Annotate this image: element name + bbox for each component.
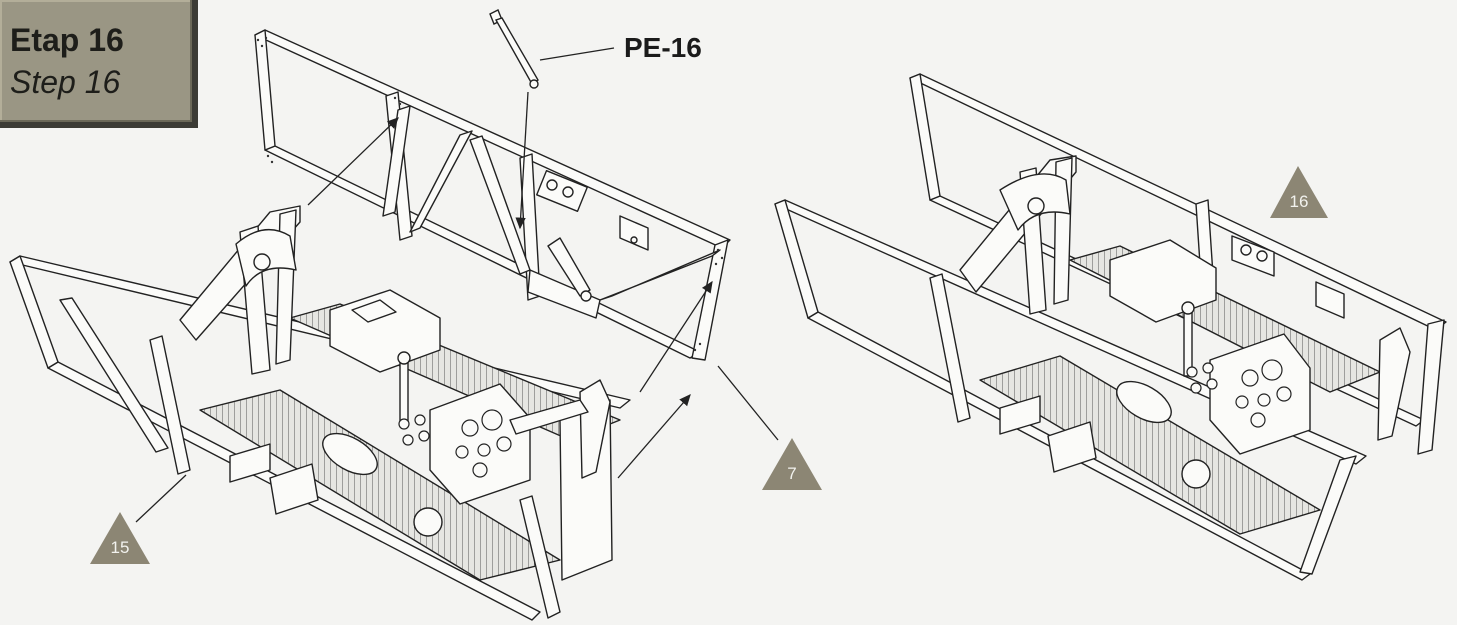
step-title-english: Step 16 bbox=[10, 64, 121, 100]
pe16-part bbox=[489, 9, 539, 89]
cockpit-assembly-left bbox=[9, 205, 631, 621]
assembly-arrows bbox=[307, 91, 713, 479]
part-label-pe16: PE-16 bbox=[624, 32, 702, 63]
rivet-pattern bbox=[256, 36, 724, 352]
ref-triangle-7 bbox=[762, 438, 822, 490]
ref-triangle-15 bbox=[90, 512, 150, 564]
side-frame-separate bbox=[254, 29, 731, 361]
instrument-dials-left bbox=[398, 409, 512, 478]
step-title-polish: Etap 16 bbox=[10, 22, 124, 58]
instrument-dials-right bbox=[1186, 359, 1292, 428]
ref-label-16: 16 bbox=[1289, 192, 1309, 211]
cockpit-assembly-result bbox=[774, 73, 1447, 581]
ref7-leader-line bbox=[717, 365, 779, 441]
ref-label-15: 15 bbox=[110, 538, 130, 557]
ref-triangle-16 bbox=[1270, 166, 1328, 218]
step-header: Etap 16 Step 16 bbox=[0, 0, 198, 128]
ref15-leader-line bbox=[135, 474, 187, 523]
ref-label-7: 7 bbox=[787, 464, 797, 483]
pe16-leader-line bbox=[539, 47, 615, 61]
